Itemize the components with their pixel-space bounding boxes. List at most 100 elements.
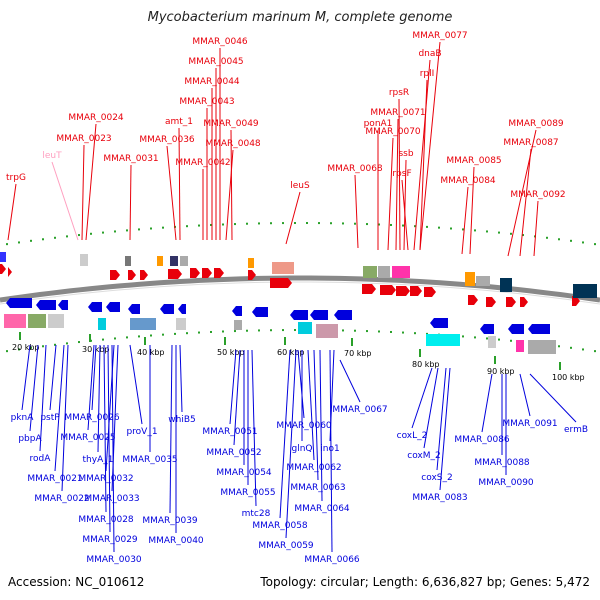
bottom-gene-label: MMAR_0025 [60, 433, 115, 443]
top-leader-line [81, 144, 85, 241]
inner-tick-dot [126, 336, 128, 339]
top-gene-label: MMAR_0085 [446, 156, 501, 166]
top-leader-line [166, 145, 177, 241]
feature-box [573, 284, 597, 298]
bottom-leader-line [339, 359, 361, 403]
reverse-gene-arrow [334, 310, 352, 320]
feature-box [80, 254, 88, 266]
reverse-gene-arrow [252, 307, 268, 317]
inner-tick-dot [462, 335, 464, 338]
feature-box [528, 340, 556, 354]
outer-tick-dot [234, 223, 236, 226]
top-gene-label: MMAR_0031 [103, 154, 158, 164]
feature-box [157, 256, 163, 266]
bottom-gene-label: MMAR_0026 [64, 413, 120, 423]
bottom-leader-line [111, 344, 119, 492]
outer-tick-dot [282, 222, 284, 225]
outer-tick-dot [486, 230, 488, 233]
reverse-gene-arrow [430, 318, 448, 328]
top-gene-label: MMAR_0071 [370, 108, 425, 118]
bottom-gene-label: MMAR_0083 [412, 493, 467, 503]
feature-box [476, 276, 490, 286]
bottom-gene-label: whiB5 [168, 415, 195, 425]
bottom-leader-line [87, 344, 95, 431]
top-gene-label: MMAR_0043 [179, 97, 234, 107]
reverse-gene-arrow [106, 302, 120, 312]
bottom-gene-label: MMAR_0022 [34, 494, 89, 504]
bottom-gene-label: MMAR_0032 [78, 474, 133, 484]
top-gene-label: MMAR_0023 [56, 134, 111, 144]
outer-tick-dot [546, 236, 548, 239]
outer-tick-dot [246, 222, 248, 225]
inner-tick-dot [366, 330, 368, 333]
bottom-leader-line [436, 367, 447, 471]
bottom-leader-line [233, 349, 241, 446]
inner-tick-dot [66, 342, 68, 345]
top-leader-line [461, 186, 469, 255]
bottom-leader-line [519, 373, 531, 417]
bottom-leader-line [411, 367, 433, 429]
forward-gene-arrow [190, 268, 200, 278]
bottom-gene-label: MMAR_0039 [142, 516, 198, 526]
top-leader-line [413, 59, 431, 251]
reverse-gene-arrow [290, 310, 308, 320]
outer-tick-dot [378, 223, 380, 226]
inner-tick-dot [354, 329, 356, 332]
bottom-gene-label: MMAR_0052 [206, 448, 261, 458]
bottom-leader-line [105, 344, 115, 472]
feature-box [378, 266, 390, 278]
bottom-gene-label: mtc28 [242, 509, 271, 519]
bottom-leader-line [169, 344, 173, 514]
bottom-gene-label: MMAR_0063 [290, 483, 345, 493]
feature-box [176, 318, 186, 330]
outer-tick-dot [582, 241, 584, 244]
bottom-gene-label: glnQ [291, 444, 312, 454]
bottom-leader-line [107, 344, 111, 533]
feature-box [500, 278, 512, 292]
inner-tick-dot [174, 332, 176, 335]
bottom-leader-line [297, 349, 305, 419]
outer-tick-dot [198, 224, 200, 227]
bottom-gene-label: proV_1 [126, 427, 157, 437]
inner-tick-dot [54, 343, 56, 346]
top-gene-label: MMAR_0068 [327, 164, 383, 174]
map-title: Mycobacterium marinum M, complete genome [147, 10, 453, 25]
bottom-gene-label: MMAR_0055 [220, 488, 275, 498]
bottom-gene-label: MMAR_0021 [27, 474, 82, 484]
top-gene-label: MMAR_0092 [510, 190, 565, 200]
bottom-leader-line [54, 344, 65, 472]
outer-tick-dot [186, 225, 188, 228]
inner-tick-dot [6, 350, 8, 353]
feature-box [392, 266, 410, 278]
bottom-leader-line [481, 373, 493, 433]
reverse-gene-arrow [160, 304, 174, 314]
feature-box [465, 272, 475, 286]
bottom-gene-label: thyA_1 [83, 455, 114, 465]
bottom-leader-line [285, 349, 297, 539]
bottom-leader-line [21, 344, 31, 411]
outer-tick-dot [390, 223, 392, 226]
bottom-gene-label: coxM_2 [407, 451, 441, 461]
top-leader-line [225, 149, 234, 241]
bottom-leader-line [439, 367, 451, 491]
forward-gene-arrow [506, 297, 516, 307]
forward-gene-arrow [202, 268, 212, 278]
top-leader-line [178, 127, 181, 241]
inner-tick-dot [558, 345, 560, 348]
inner-tick-dot [570, 346, 572, 349]
kbp-label: 100 kbp [552, 373, 585, 382]
top-gene-label: amt_1 [165, 117, 193, 127]
outer-tick-dot [438, 226, 440, 229]
bottom-gene-label: MMAR_0035 [122, 455, 177, 465]
forward-gene-arrow [270, 278, 292, 288]
bottom-gene-label: MMAR_0090 [478, 478, 534, 488]
forward-gene-arrow [248, 270, 256, 280]
inner-tick-dot [342, 329, 344, 332]
inner-tick-dot [378, 330, 380, 333]
inner-tick-dot [162, 333, 164, 336]
inner-tick-dot [186, 332, 188, 335]
outer-tick-dot [450, 227, 452, 230]
top-gene-label: trpG [6, 173, 26, 183]
outer-tick-dot [18, 241, 20, 244]
kbp-label: 60 kbp [277, 348, 305, 357]
